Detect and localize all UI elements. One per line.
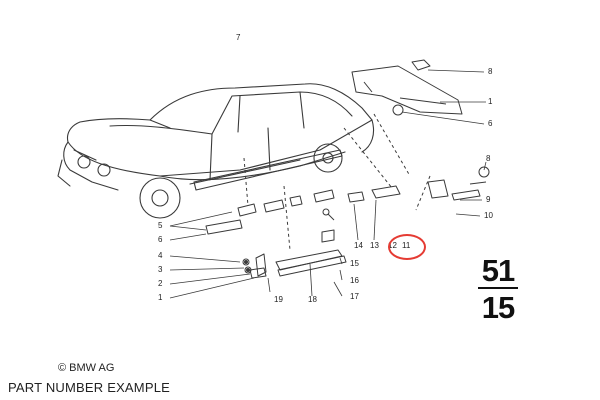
callout-16: 16 [350,276,359,285]
parts-drawings [205,59,490,279]
callout-8-right: 8 [486,154,491,163]
callout-10: 10 [484,211,493,220]
callout-9: 9 [486,195,491,204]
group-number-bottom: 15 [481,290,515,325]
callout-3: 3 [158,265,163,274]
group-number-divider [478,287,518,289]
callout-ticks [244,260,250,272]
callout-2: 2 [158,279,163,288]
callout-6-top: 6 [488,119,493,128]
group-number-top: 51 [481,253,515,288]
callout-19: 19 [274,295,283,304]
leader-lines [169,69,487,299]
callout-13: 13 [370,241,379,250]
callout-8-top: 8 [488,67,493,76]
callout-1-left: 1 [158,293,163,302]
callout-15: 15 [350,259,359,268]
callout-5: 5 [158,221,163,230]
car-body-outline [57,83,375,219]
copyright-notice: © BMW AG [58,362,115,374]
callout-14: 14 [354,241,363,250]
callout-18: 18 [308,295,317,304]
caption: PART NUMBER EXAMPLE [8,380,171,395]
callout-6-left: 6 [158,235,163,244]
callout-7: 7 [236,33,241,42]
callout-17: 17 [350,292,359,301]
part-11-highlight-ring [388,234,426,260]
callout-1-top: 1 [488,97,493,106]
callout-4: 4 [158,251,163,260]
